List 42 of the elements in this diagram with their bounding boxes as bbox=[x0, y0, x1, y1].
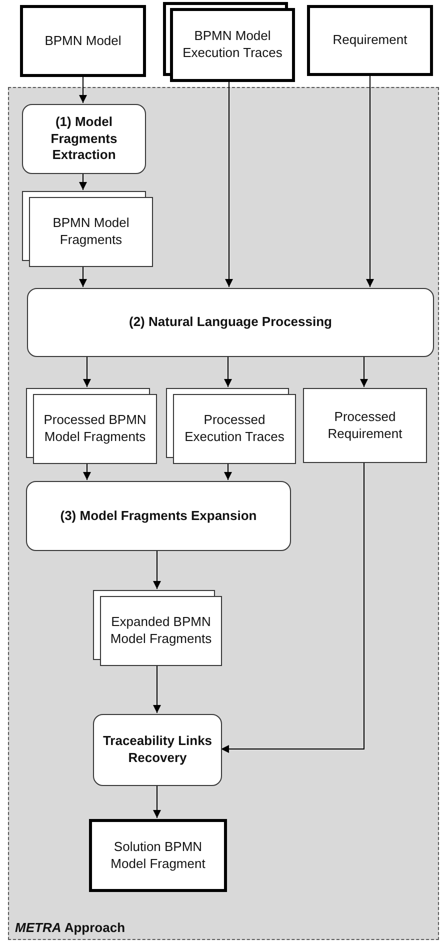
arrow bbox=[79, 76, 87, 104]
arrow bbox=[83, 462, 91, 480]
arrow bbox=[224, 356, 232, 388]
node-label: Traceability Links Recovery bbox=[102, 733, 214, 767]
node-label: Expanded BPMN Model Fragments bbox=[109, 613, 213, 648]
node-label: BPMN Model Fragments bbox=[52, 214, 130, 249]
arrow bbox=[220, 462, 364, 753]
document-stack bbox=[166, 388, 296, 464]
data-box bbox=[20, 5, 146, 77]
node-label: Processed BPMN Model Fragments bbox=[42, 411, 148, 446]
process-box bbox=[93, 714, 222, 786]
arrow bbox=[360, 356, 368, 388]
node-label: Processed Requirement bbox=[326, 408, 404, 442]
node-label: (2) Natural Language Processing bbox=[128, 314, 333, 331]
process-box bbox=[22, 104, 146, 174]
node-label: BPMN Model Execution Traces bbox=[182, 27, 284, 62]
arrow bbox=[79, 172, 87, 190]
process-box bbox=[26, 481, 291, 551]
arrow bbox=[153, 550, 161, 590]
arrow bbox=[224, 462, 232, 480]
arrow bbox=[153, 784, 161, 818]
node-label: METRA Approach bbox=[14, 920, 126, 937]
process-box bbox=[27, 288, 434, 357]
node-label: (3) Model Fragments Expansion bbox=[59, 508, 258, 524]
document-stack bbox=[22, 191, 153, 267]
node-label: Processed Execution Traces bbox=[184, 411, 286, 446]
arrow bbox=[79, 266, 87, 288]
arrow bbox=[153, 664, 161, 714]
node-label: Solution BPMN Model Fragment bbox=[110, 838, 206, 872]
data-box bbox=[89, 819, 227, 892]
approach-region bbox=[8, 87, 439, 940]
document-stack bbox=[93, 590, 222, 666]
arrow bbox=[366, 76, 374, 288]
data-box bbox=[307, 5, 433, 76]
document-stack bbox=[26, 388, 157, 464]
arrow bbox=[225, 82, 233, 288]
node-label: Requirement bbox=[332, 32, 408, 49]
node-label: (1) Model Fragments Extraction bbox=[50, 114, 118, 164]
node-label: BPMN Model bbox=[44, 32, 122, 50]
document-stack bbox=[163, 2, 295, 82]
data-box bbox=[303, 388, 427, 463]
arrow bbox=[83, 356, 91, 388]
